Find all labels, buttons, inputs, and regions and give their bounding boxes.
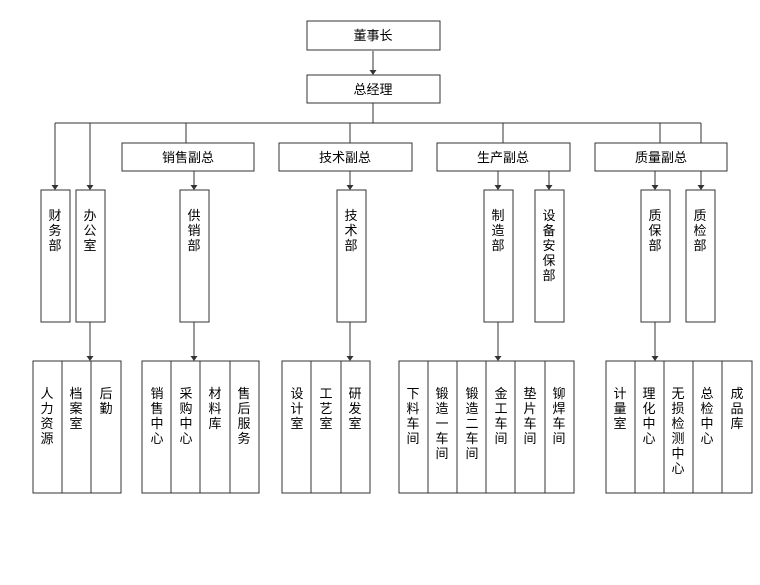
general-manager-label: 总经理	[353, 83, 392, 98]
section-label: 采购中心	[179, 387, 192, 447]
dept-label: 设备安保部	[542, 209, 555, 284]
section-label: 铆焊车间	[552, 387, 565, 447]
arrowheads	[51, 70, 705, 361]
section-label: 计量室	[613, 387, 626, 432]
section-label: 销售中心	[150, 387, 163, 447]
section-label: 锻造一车间	[435, 387, 448, 462]
dept-label: 财务部	[48, 209, 61, 254]
vp-label: 生产副总	[477, 151, 529, 166]
dept-node-supply: 供销部	[179, 189, 210, 323]
dept-label: 质检部	[693, 209, 706, 254]
dept-node-equipment-security: 设备安保部	[534, 189, 565, 323]
section-label: 研发室	[348, 387, 361, 432]
dept-label: 质保部	[648, 209, 661, 254]
section-label: 档案室	[69, 387, 82, 432]
section-label: 后勤	[99, 387, 112, 417]
section-label: 垫片车间	[523, 386, 536, 447]
section-label: 下料车间	[406, 387, 419, 447]
vp-node-production: 生产副总	[436, 142, 571, 172]
section-label: 材料库	[208, 387, 221, 432]
general-manager-node: 总经理	[306, 74, 441, 104]
section-label: 理化中心	[642, 387, 655, 447]
dept-node-quality-assurance: 质保部	[640, 189, 671, 323]
dept-label: 供销部	[187, 209, 200, 254]
section-label: 锻造二车间	[465, 387, 478, 462]
dept-node-quality-inspection: 质检部	[685, 189, 716, 323]
vp-label: 销售副总	[162, 150, 214, 166]
section-label: 总检中心	[700, 387, 713, 447]
dept-label: 技术部	[344, 209, 357, 254]
section-label: 无损检测中心	[671, 387, 684, 477]
vp-node-tech: 技术副总	[278, 142, 413, 172]
section-group-sales: 销售中心 采购中心 材料库 售后服务	[141, 360, 260, 494]
section-group-office: 人力资源 档案室 后勤	[32, 360, 122, 494]
vp-node-sales: 销售副总	[121, 142, 255, 172]
section-label: 金工车间	[494, 386, 507, 447]
chairman-label: 董事长	[353, 29, 392, 44]
vp-node-quality: 质量副总	[594, 142, 728, 172]
section-label: 工艺室	[319, 387, 332, 432]
section-label: 售后服务	[237, 386, 250, 447]
dept-node-finance: 财务部	[40, 189, 71, 323]
dept-node-office: 办公室	[75, 189, 106, 323]
vp-label: 技术副总	[319, 151, 371, 166]
dept-node-technology: 技术部	[336, 189, 367, 323]
dept-label: 制造部	[491, 209, 504, 254]
section-group-tech: 设计室 工艺室 研发室	[281, 360, 371, 494]
section-label: 成品库	[730, 387, 743, 432]
vp-label: 质量副总	[635, 151, 687, 166]
chairman-node: 董事长	[306, 20, 441, 51]
section-group-quality: 计量室 理化中心 无损检测中心 总检中心 成品库	[605, 360, 753, 494]
dept-label: 办公室	[83, 209, 96, 254]
section-group-production: 下料车间 锻造一车间 锻造二车间 金工车间 垫片车间 铆焊车间	[398, 360, 575, 494]
section-label: 设计室	[290, 387, 303, 432]
section-label: 人力资源	[40, 387, 53, 447]
dept-node-manufacturing: 制造部	[483, 189, 514, 323]
